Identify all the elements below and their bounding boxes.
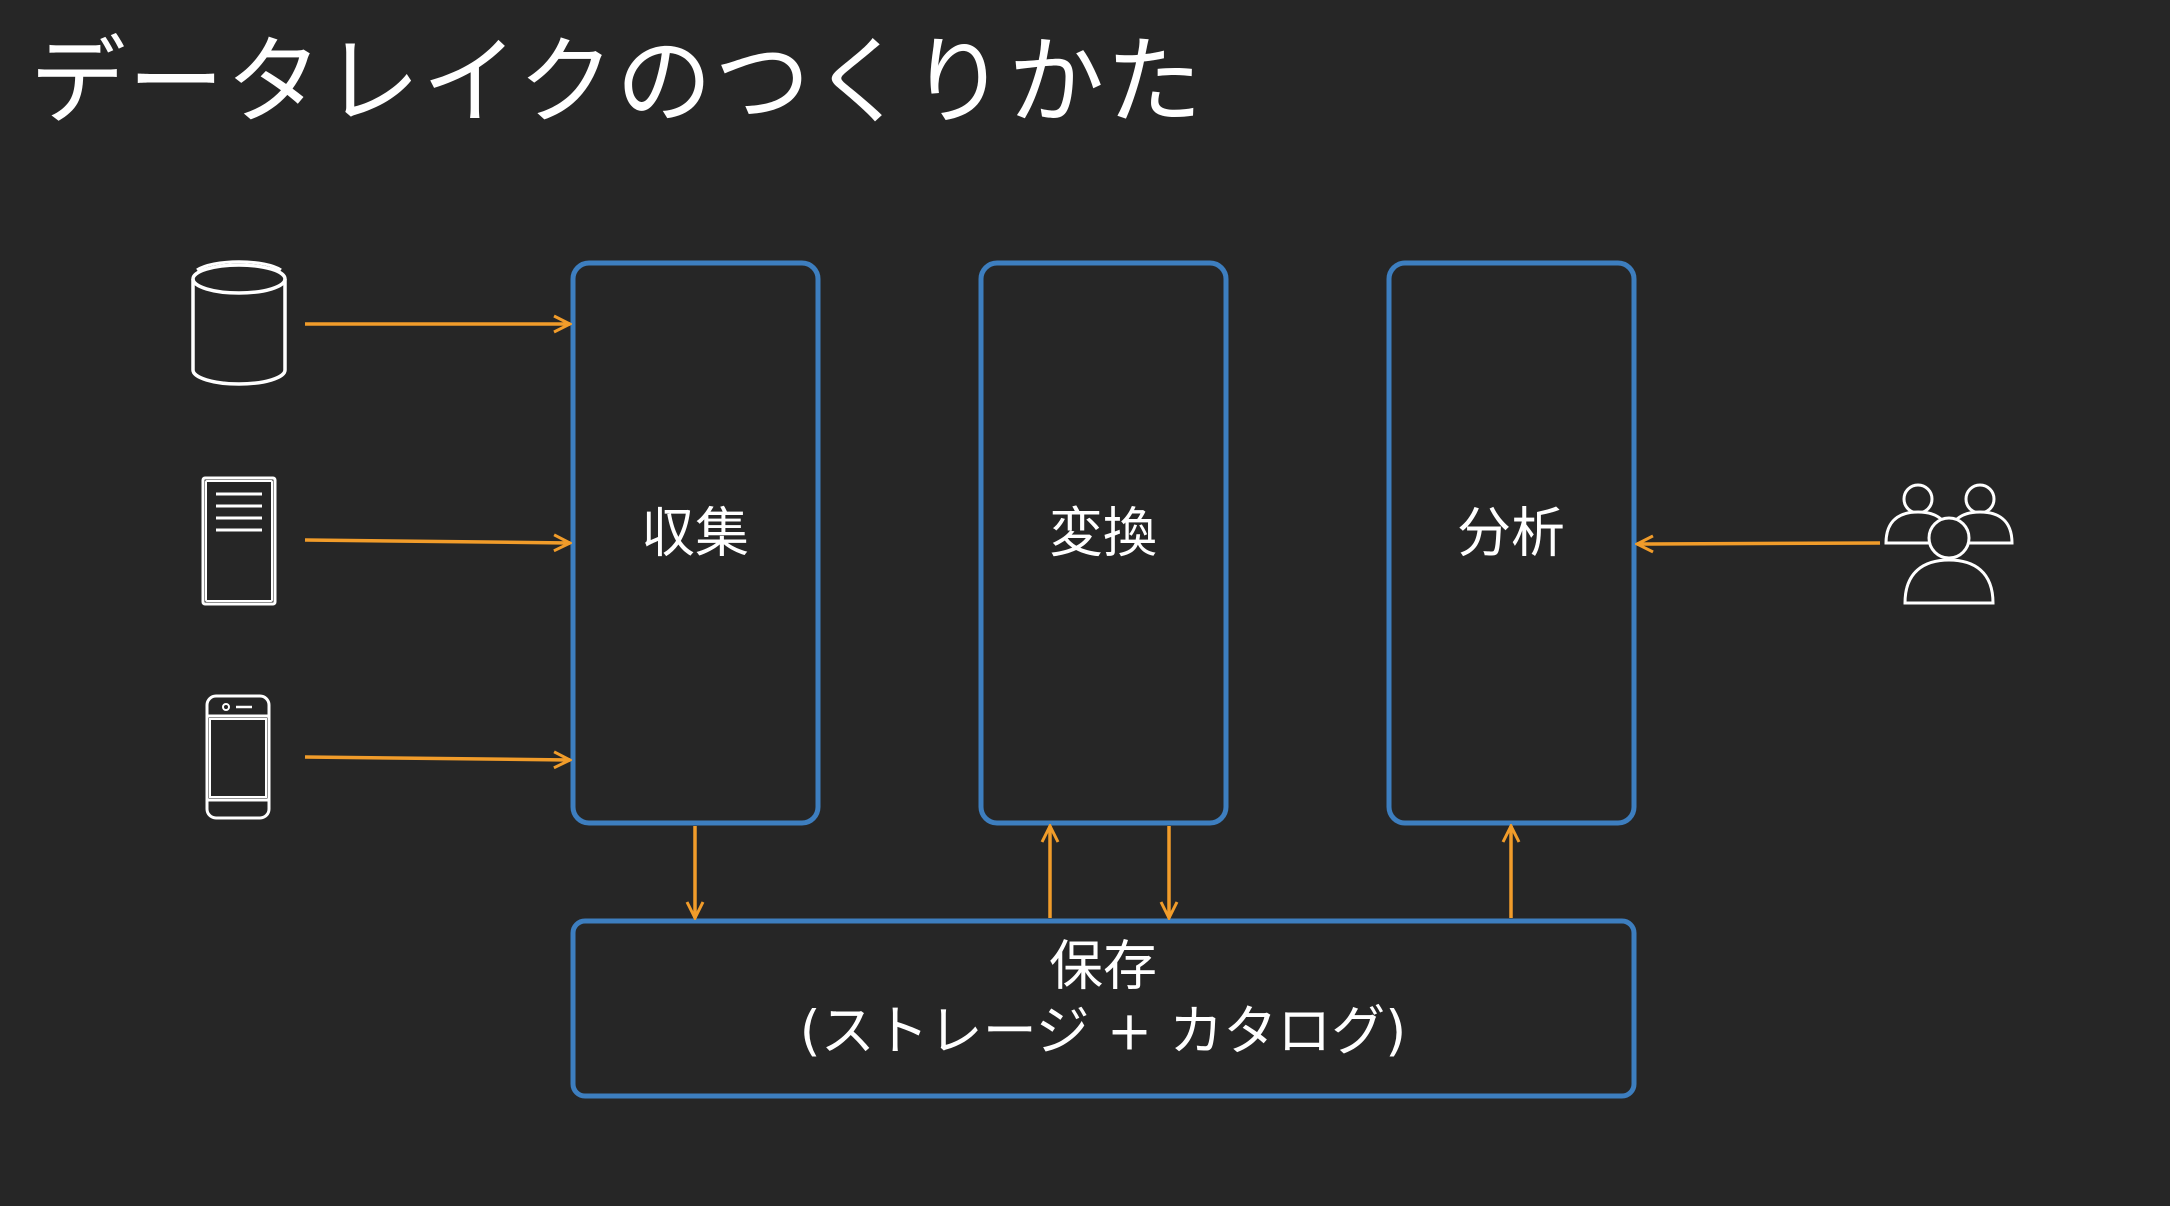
collect-box (570, 260, 821, 826)
page-title: データレイクのつくりかた (30, 26, 1205, 138)
users-group-icon (1884, 483, 2014, 605)
storage-box (570, 918, 1637, 1099)
arrow-mobile-to-collect (304, 757, 570, 760)
analyze-label: 分析 (1457, 502, 1565, 565)
arrow-server-to-collect (304, 540, 570, 543)
mobile-phone-icon (205, 694, 271, 820)
arrow-users-to-analyze (1637, 543, 1881, 544)
transform-label: 変換 (1049, 502, 1157, 565)
transform-box (978, 260, 1229, 826)
database-icon (191, 260, 287, 386)
collect-label: 収集 (641, 502, 749, 565)
storage-label-line2: (ストレージ + カタログ) (800, 1000, 1407, 1063)
storage-label-line1: 保存 (1049, 935, 1157, 998)
server-icon (201, 476, 277, 606)
analyze-box (1386, 260, 1637, 826)
